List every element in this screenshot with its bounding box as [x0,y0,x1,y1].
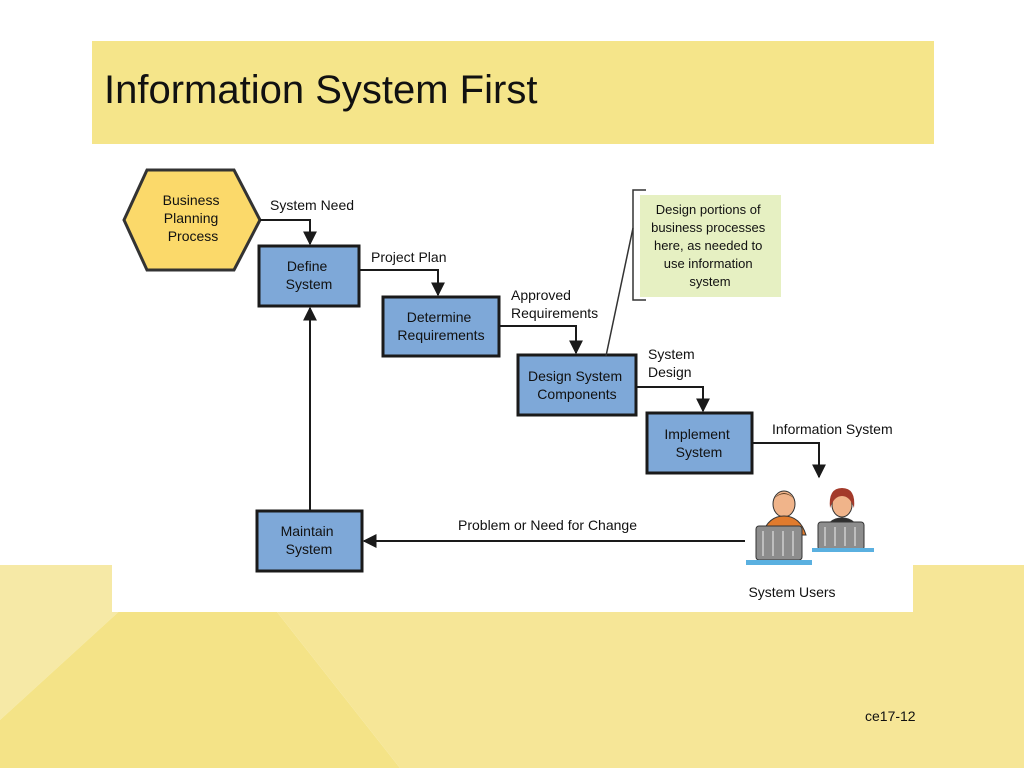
business-planning-line-1: Business [163,192,220,208]
label-project-plan: Project Plan [371,249,446,265]
business-planning-line-2: Planning [164,210,219,226]
arrow-system-design [636,386,710,413]
note-line-3: here, as needed to [654,238,762,253]
system-users-illustration [746,488,874,565]
note-line-1: Design portions of [656,202,761,217]
note-line-5: system [689,274,730,289]
determine-requirements-node: Determine Requirements [381,295,501,358]
design-system-line-1: Design System [528,368,622,384]
svg-text:Design System Components: Design System Components [528,368,626,402]
connectors [260,219,826,548]
label-problem-or-need: Problem or Need for Change [458,517,637,533]
arrow-approved-requirements [499,325,583,355]
male-user-icon [746,490,812,565]
svg-text:Business Planning: Business Planning Process [163,192,224,244]
svg-text:Approved Requirements: Approved Requirements [511,287,598,321]
implement-system-node: Implement System [645,411,754,475]
arrow-information-system [752,442,826,479]
determine-requirements-line-2: Requirements [397,327,484,343]
define-system-node: Define System [257,244,361,308]
business-planning-line-3: Process [168,228,219,244]
slide-footer-label: ce17-12 [865,708,916,724]
label-system-users: System Users [748,584,835,600]
note-line-4: use information [664,256,753,271]
label-approved: Approved [511,287,571,303]
svg-text:Implement System: Implement System [664,426,733,460]
label-requirements: Requirements [511,305,598,321]
background-shape-bottom [0,565,400,768]
business-planning-process-node: Business Planning Process [122,168,262,272]
slide-title: Information System First [104,68,538,112]
maintain-system-line-1: Maintain [281,523,334,539]
arrow-system-need [260,219,317,246]
design-note: Design portions of business processes he… [605,189,781,357]
female-user-icon [812,488,874,552]
label-system-need: System Need [270,197,354,213]
implement-system-line-2: System [676,444,723,460]
svg-text:Define System: Define System [286,258,333,292]
determine-requirements-line-1: Determine [407,309,472,325]
arrow-project-plan [359,269,445,297]
label-information-system: Information System [772,421,893,437]
implement-system-line-1: Implement [664,426,729,442]
svg-text:Determine Requirements: Determine Requirements [397,309,484,343]
svg-text:System Design: System Design [648,346,699,380]
background-shape-right [240,565,1024,768]
svg-text:Maintain System: Maintain System [281,523,338,557]
title-band: Information System First [92,41,934,144]
design-system-line-2: Components [537,386,616,402]
note-line-2: business processes [651,220,766,235]
label-system: System [648,346,695,362]
label-design: Design [648,364,692,380]
maintain-system-line-2: System [286,541,333,557]
maintain-system-node: Maintain System [255,509,364,573]
svg-text:Design portions of busin: Design portions of business processes he… [651,202,769,289]
define-system-line-2: System [286,276,333,292]
define-system-line-1: Define [287,258,328,274]
design-system-components-node: Design System Components [516,353,638,417]
